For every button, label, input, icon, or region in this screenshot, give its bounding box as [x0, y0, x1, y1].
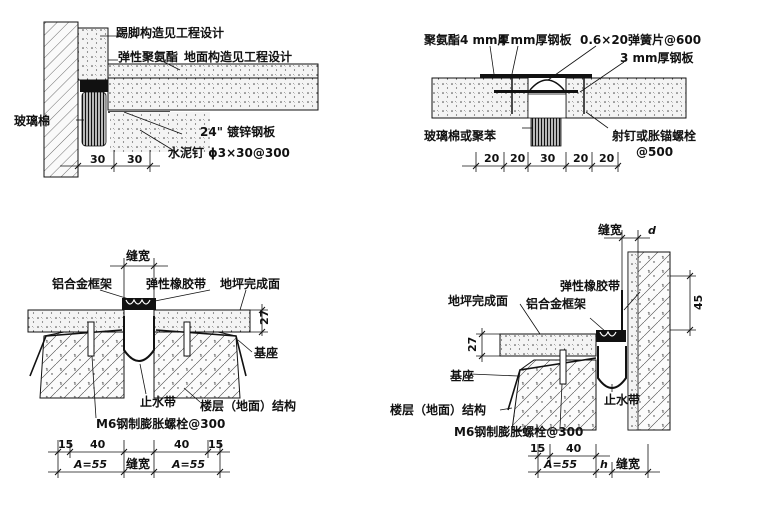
a55-left-3: A=55 [73, 458, 107, 471]
galv-sheet-label: 24" 镀锌钢板 [200, 124, 276, 139]
detail-2: 聚氨酯4 mm厚 4 mm厚钢板 0.6×20弹簧片@600 3 mm厚钢板 玻… [423, 32, 701, 172]
skirting-note: 踢脚构造见工程设计 [116, 25, 224, 40]
dim-1b: 30 [127, 153, 143, 166]
wall-4-finish [627, 251, 639, 431]
dim-2-5: 20 [599, 152, 615, 165]
d-label-4: d [648, 224, 656, 237]
gap-label-3: 缝宽 [126, 248, 150, 263]
finish-label-4: 地坪完成面 [448, 293, 508, 308]
gap-bottom-4: 缝宽 [616, 456, 640, 471]
finish-4 [499, 333, 597, 357]
dim-3-40b: 40 [174, 438, 190, 451]
h-label-4: h [600, 458, 608, 471]
steel-plate-4mm [480, 74, 592, 78]
bolt-spacing-label: @500 [636, 145, 673, 159]
structure-3-left [39, 331, 125, 399]
frame-label-4: 铝合金框架 [526, 296, 586, 311]
glass-wool-2 [530, 117, 562, 147]
dim-3-15a: 15 [58, 438, 73, 451]
floor-note: 地面构造见工程设计 [184, 49, 292, 64]
glass-or-foam-label: 玻璃棉或聚苯 [424, 128, 497, 143]
floor-finish-1 [107, 63, 319, 79]
lower-concrete-1 [110, 112, 210, 152]
steel-4mm-label: 4 mm厚钢板 [498, 32, 573, 47]
gap-bottom-3: 缝宽 [126, 456, 150, 471]
gap-2 [527, 93, 567, 119]
dim-3-15b: 15 [208, 438, 223, 451]
structure-label-4: 楼层（地面）结构 [390, 402, 486, 417]
dim-2-1: 20 [484, 152, 500, 165]
dim-2-2: 20 [510, 152, 526, 165]
a55-right-3: A=55 [171, 458, 205, 471]
detail-4: 缝宽 d 弹性橡胶带 地坪完成面 铝合金框架 45 27 基座 止水带 楼层（地… [390, 222, 705, 478]
steel-3mm-label: 3 mm厚钢板 [620, 50, 695, 65]
sealant-strip [80, 80, 108, 92]
structure-3-right [153, 331, 241, 399]
structure-label-3: 楼层（地面）结构 [200, 398, 296, 413]
sealant-label: 弹性聚氨酯 [118, 49, 178, 64]
rubber-label-4: 弹性橡胶带 [560, 278, 620, 293]
rubber-label-3: 弹性橡胶带 [146, 276, 206, 291]
glass-wool-label: 玻璃棉 [14, 113, 50, 128]
rubber-3 [125, 298, 151, 305]
m6-label-3: M6钢制膨胀螺栓@300 [96, 416, 225, 431]
floor-slab-1 [107, 77, 319, 111]
waterstop-label-4: 止水带 [604, 392, 640, 407]
structure-4 [511, 359, 597, 431]
waterstop-4 [597, 346, 627, 389]
dim-1a: 30 [90, 153, 106, 166]
gap-label-4: 缝宽 [598, 222, 622, 237]
waterstop-3 [123, 316, 155, 362]
bolt-label: 射钉或胀锚螺栓 [611, 128, 696, 143]
base-label-3: 基座 [253, 345, 278, 360]
slab-2-left [431, 77, 529, 119]
dim-2-3: 30 [540, 152, 556, 165]
waterstop-label-3: 止水带 [140, 394, 176, 409]
finish-label-3: 地坪完成面 [220, 276, 280, 291]
detail-3: 缝宽 铝合金框架 弹性橡胶带 地坪完成面 27 基座 止水带 楼层（地面）结构 … [27, 248, 296, 478]
frame-label-3: 铝合金框架 [52, 276, 112, 291]
finish-3-right [153, 309, 251, 333]
a55-label-4: A=55 [543, 458, 577, 471]
base-label-4: 基座 [449, 368, 474, 383]
detail-1: 踢脚构造见工程设计 弹性聚氨酯 地面构造见工程设计 玻璃棉 24" 镀锌钢板 水… [14, 21, 319, 178]
pu-label: 聚氨酯4 mm厚 [423, 32, 510, 47]
dim-27-4: 27 [466, 337, 479, 352]
dim-4-40: 40 [566, 442, 582, 455]
glass-wool-fill [81, 91, 107, 147]
wall-1 [43, 21, 79, 178]
spring-label: 0.6×20弹簧片@600 [580, 32, 701, 47]
skirting-block [77, 27, 109, 81]
spring-clip [529, 79, 565, 91]
dim-2-4: 20 [573, 152, 589, 165]
cement-nail-label: 水泥钉 ϕ3×30@300 [168, 145, 290, 160]
steel-plate-3mm [494, 90, 578, 93]
dim-27-3: 27 [258, 310, 271, 325]
dim-4-15: 15 [530, 442, 545, 455]
slab-2-right [565, 77, 687, 119]
m6-label-4: M6钢制膨胀螺栓@300 [454, 424, 583, 439]
dim-45-4: 45 [692, 295, 705, 310]
finish-3-left [27, 309, 125, 333]
dim-3-40a: 40 [90, 438, 106, 451]
